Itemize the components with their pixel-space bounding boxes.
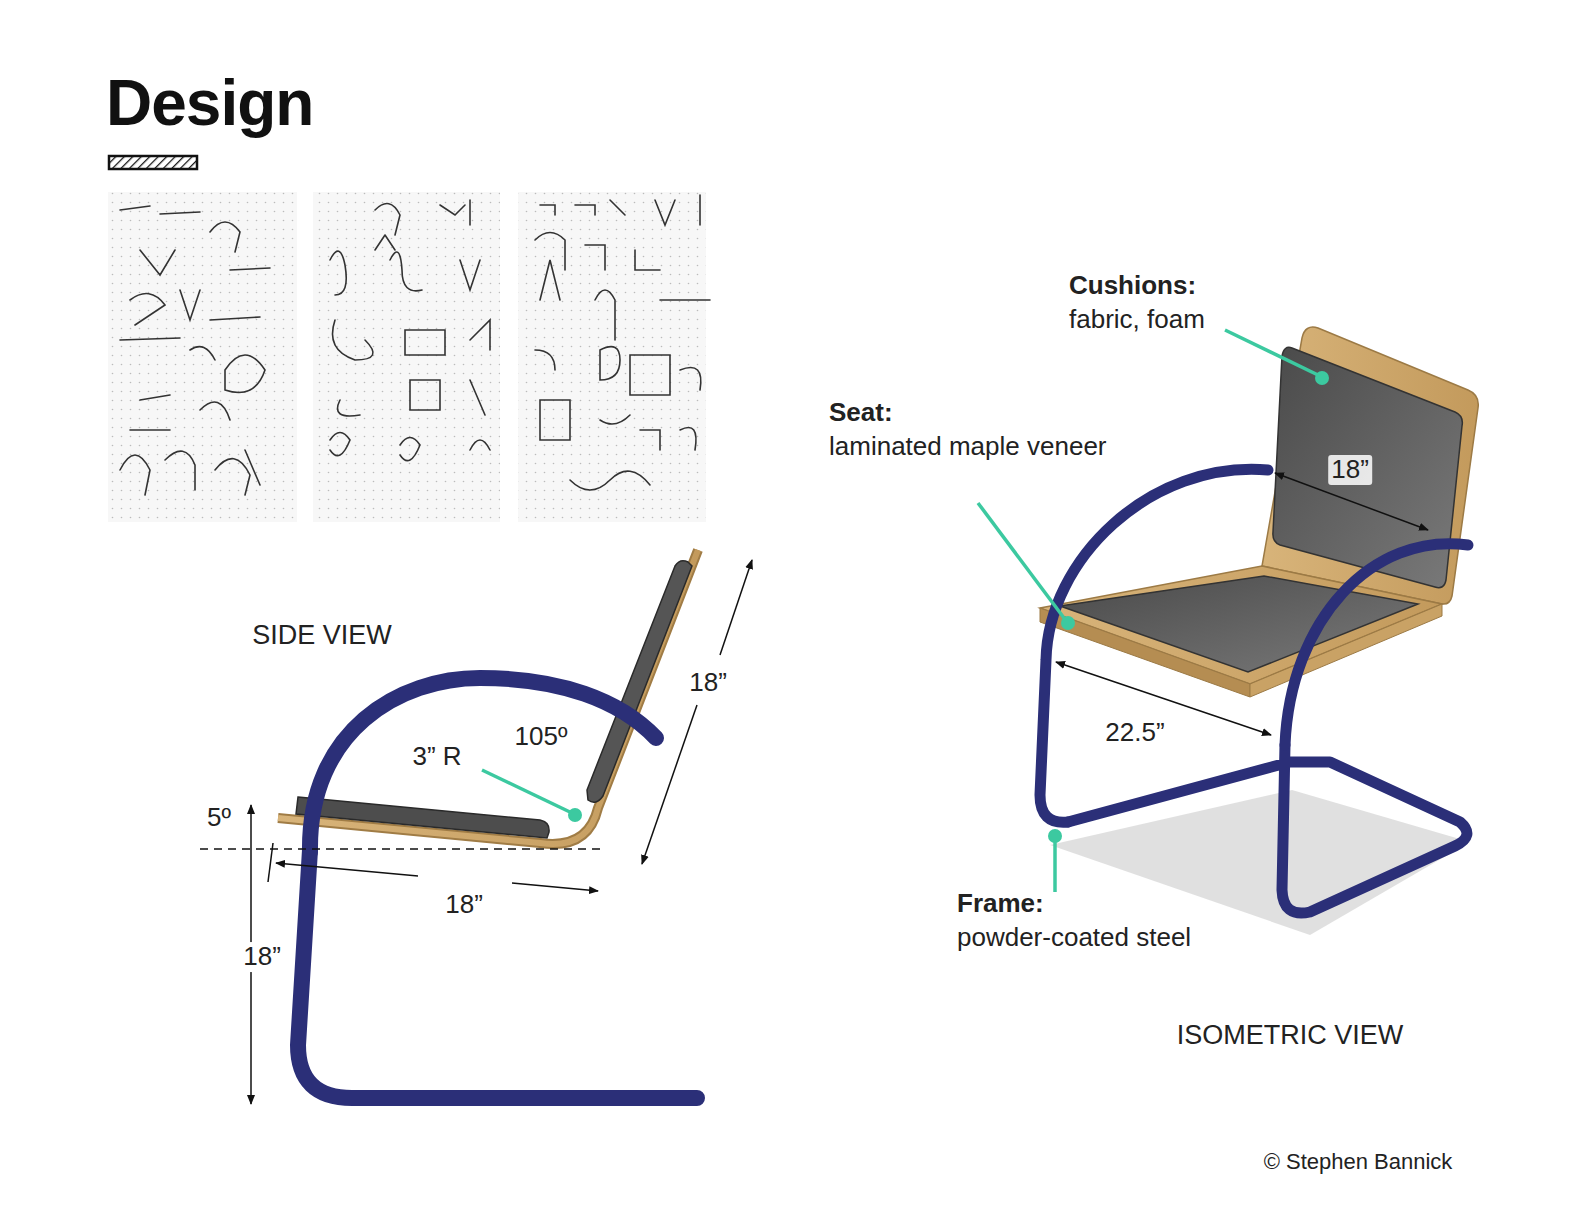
view-label: ISOMETRIC VIEW <box>1174 1020 1407 1051</box>
material-text: laminated maple veneer <box>826 432 1110 462</box>
material-heading: Seat: <box>826 398 896 428</box>
radius-label: 3” R <box>409 742 464 772</box>
material-text: fabric, foam <box>1066 305 1208 335</box>
dimension-label: 18” <box>442 890 486 920</box>
copyright-note: © Stephen Bannick <box>1261 1149 1456 1174</box>
dimension-label: 22.5” <box>1102 718 1167 748</box>
material-heading: Cushions: <box>1066 271 1199 301</box>
side-view <box>200 550 752 1104</box>
sketch-panels <box>108 192 710 522</box>
dimension-label: 18” <box>1328 455 1372 485</box>
isometric-view <box>978 327 1478 935</box>
angle-label: 105º <box>512 722 571 752</box>
view-label: SIDE VIEW <box>249 620 395 651</box>
dimension-label: 18” <box>686 668 730 698</box>
page-title: Design <box>106 66 313 140</box>
material-heading: Frame: <box>954 889 1047 919</box>
material-text: powder-coated steel <box>954 923 1194 953</box>
dimension-label: 18” <box>240 942 284 972</box>
title-bar <box>109 156 197 169</box>
angle-label: 5º <box>204 803 234 833</box>
